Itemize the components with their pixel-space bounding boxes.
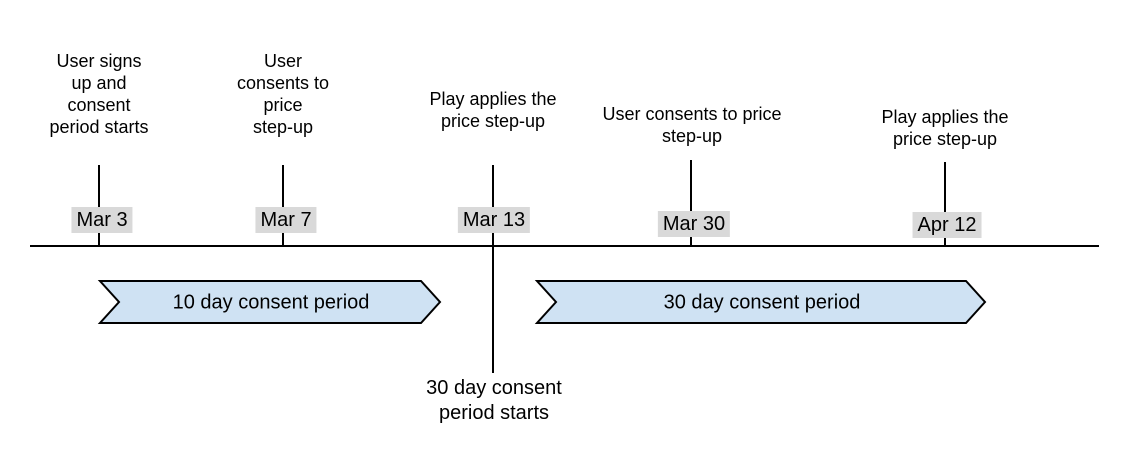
date-label-apr-12: Apr 12 — [912, 212, 982, 238]
date-label-mar-13: Mar 13 — [457, 207, 531, 233]
band-30-day-shape — [534, 280, 987, 324]
event-label-apply-2: Play applies the price step-up — [881, 107, 1009, 149]
tick-apr-12 — [944, 162, 946, 247]
date-label-mar-7: Mar 7 — [255, 207, 317, 233]
timeline-axis — [30, 245, 1099, 247]
band-10-day-shape — [97, 280, 442, 324]
note-30-day-period-starts: 30 day consent period starts — [426, 377, 562, 424]
event-label-consent-1: User consents to price step-up — [236, 51, 330, 137]
band-label-30-day: 30 day consent period — [663, 291, 861, 314]
tick-mar-3 — [98, 165, 100, 247]
event-label-apply-1: Play applies the price step-up — [429, 89, 557, 131]
tick-mar-30 — [690, 160, 692, 247]
band-label-10-day: 10 day consent period — [172, 291, 370, 314]
tick-mar-13 — [492, 165, 494, 373]
tick-mar-7 — [282, 165, 284, 247]
date-label-mar-3: Mar 3 — [71, 207, 133, 233]
event-label-signup: User signs up and consent period starts — [49, 51, 149, 137]
event-label-consent-2: User consents to price step-up — [602, 104, 782, 146]
date-label-mar-30: Mar 30 — [657, 211, 731, 237]
